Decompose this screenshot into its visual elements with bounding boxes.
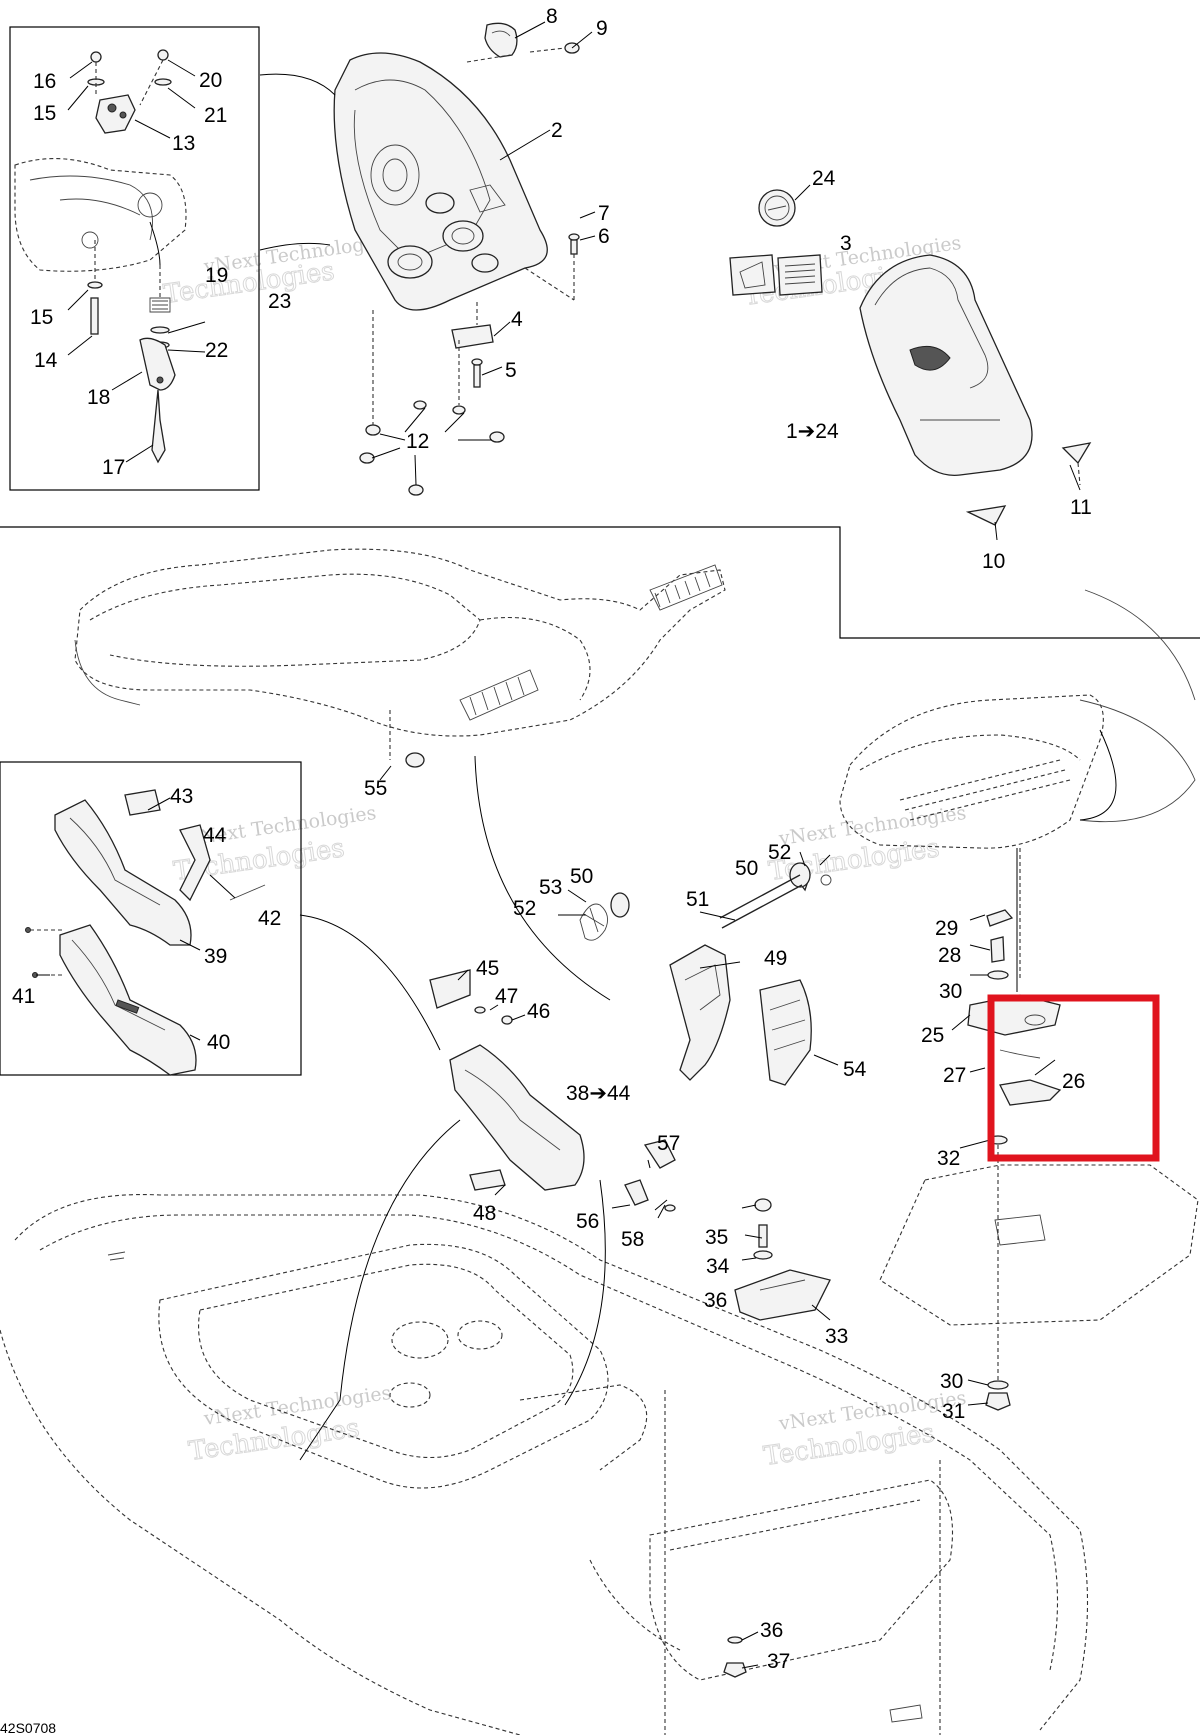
callout-33: 33	[825, 1325, 848, 1348]
callout-8: 8	[546, 5, 558, 28]
callout-52-left: 52	[513, 897, 536, 920]
callout-labels: 8 9 2 16 20 15 21 13 19 23 15 14 22 18 1…	[12, 5, 1092, 1673]
callout-6: 6	[598, 225, 610, 248]
callout-36-bottom: 36	[760, 1619, 783, 1642]
callout-15-bottom: 15	[30, 306, 53, 329]
handlebar-art	[74, 548, 726, 768]
callout-46: 46	[527, 1000, 550, 1023]
callout-11: 11	[1070, 496, 1092, 519]
watermarks: vNext Technologies Technologies vNext Te…	[161, 230, 967, 1473]
highlight-box-part-26	[987, 994, 1160, 1162]
callout-43: 43	[170, 785, 193, 808]
callout-31: 31	[942, 1400, 965, 1423]
callout-53: 53	[539, 876, 562, 899]
top-console-art	[333, 22, 580, 496]
handlebar-section-border	[0, 526, 1200, 639]
callout-2: 2	[551, 119, 563, 142]
callout-35: 35	[705, 1226, 728, 1249]
callout-47: 47	[495, 985, 518, 1008]
callout-57: 57	[657, 1132, 680, 1155]
callout-21: 21	[204, 104, 227, 127]
callout-37: 37	[767, 1650, 790, 1673]
callout-34: 34	[706, 1255, 730, 1278]
callout-50-left: 50	[570, 865, 593, 888]
callout-56: 56	[576, 1210, 599, 1233]
callout-27: 27	[943, 1064, 966, 1087]
callout-24: 24	[812, 167, 836, 190]
callout-14: 14	[34, 349, 58, 372]
leader-lines	[36, 21, 1117, 1669]
callout-17: 17	[102, 456, 125, 479]
callout-58: 58	[621, 1228, 644, 1251]
seat-cover-art	[729, 189, 1092, 526]
callout-20: 20	[199, 69, 222, 92]
callout-3: 3	[840, 232, 852, 255]
pad-detail-frame	[0, 761, 302, 1076]
callout-1-to-24: 1➔24	[786, 420, 839, 443]
callout-15-top: 15	[33, 102, 56, 125]
callout-29: 29	[935, 917, 958, 940]
callout-52-right: 52	[768, 841, 791, 864]
callout-44: 44	[203, 824, 227, 847]
callout-55: 55	[364, 777, 387, 800]
callout-30-bottom: 30	[940, 1370, 963, 1393]
callout-54: 54	[843, 1058, 867, 1081]
callout-50-right: 50	[735, 857, 758, 880]
callout-36-mid: 36	[704, 1289, 727, 1312]
steering-detail-art	[14, 49, 187, 464]
callout-38-to-44: 38➔44	[566, 1082, 631, 1105]
callout-23: 23	[268, 290, 291, 313]
knee-pads-art	[25, 789, 266, 1076]
callout-5: 5	[505, 359, 517, 382]
detail-frames	[0, 26, 1200, 1076]
center-parts-art	[429, 862, 832, 1321]
hull-art	[0, 1194, 1089, 1735]
callout-26: 26	[1062, 1070, 1085, 1093]
callout-32: 32	[937, 1147, 960, 1170]
callout-22: 22	[205, 339, 228, 362]
callout-42: 42	[258, 907, 281, 930]
callout-16: 16	[33, 70, 56, 93]
callout-48: 48	[473, 1202, 496, 1225]
callout-25: 25	[921, 1024, 944, 1047]
callout-18: 18	[87, 386, 110, 409]
callout-40: 40	[207, 1031, 230, 1054]
callout-45: 45	[476, 957, 499, 980]
reference-code: 42S0708	[0, 1720, 56, 1735]
callout-9: 9	[596, 17, 608, 40]
callout-19: 19	[205, 264, 228, 287]
callout-39: 39	[204, 945, 227, 968]
callout-4: 4	[511, 308, 523, 331]
callout-13: 13	[172, 132, 195, 155]
callout-49: 49	[764, 947, 787, 970]
callout-51: 51	[686, 888, 709, 911]
callout-10: 10	[982, 550, 1005, 573]
callout-28: 28	[938, 944, 961, 967]
callout-30-top: 30	[939, 980, 962, 1003]
steering-detail-frame	[9, 26, 260, 491]
callout-7: 7	[598, 202, 610, 225]
callout-12: 12	[406, 430, 429, 453]
callout-41: 41	[12, 985, 35, 1008]
